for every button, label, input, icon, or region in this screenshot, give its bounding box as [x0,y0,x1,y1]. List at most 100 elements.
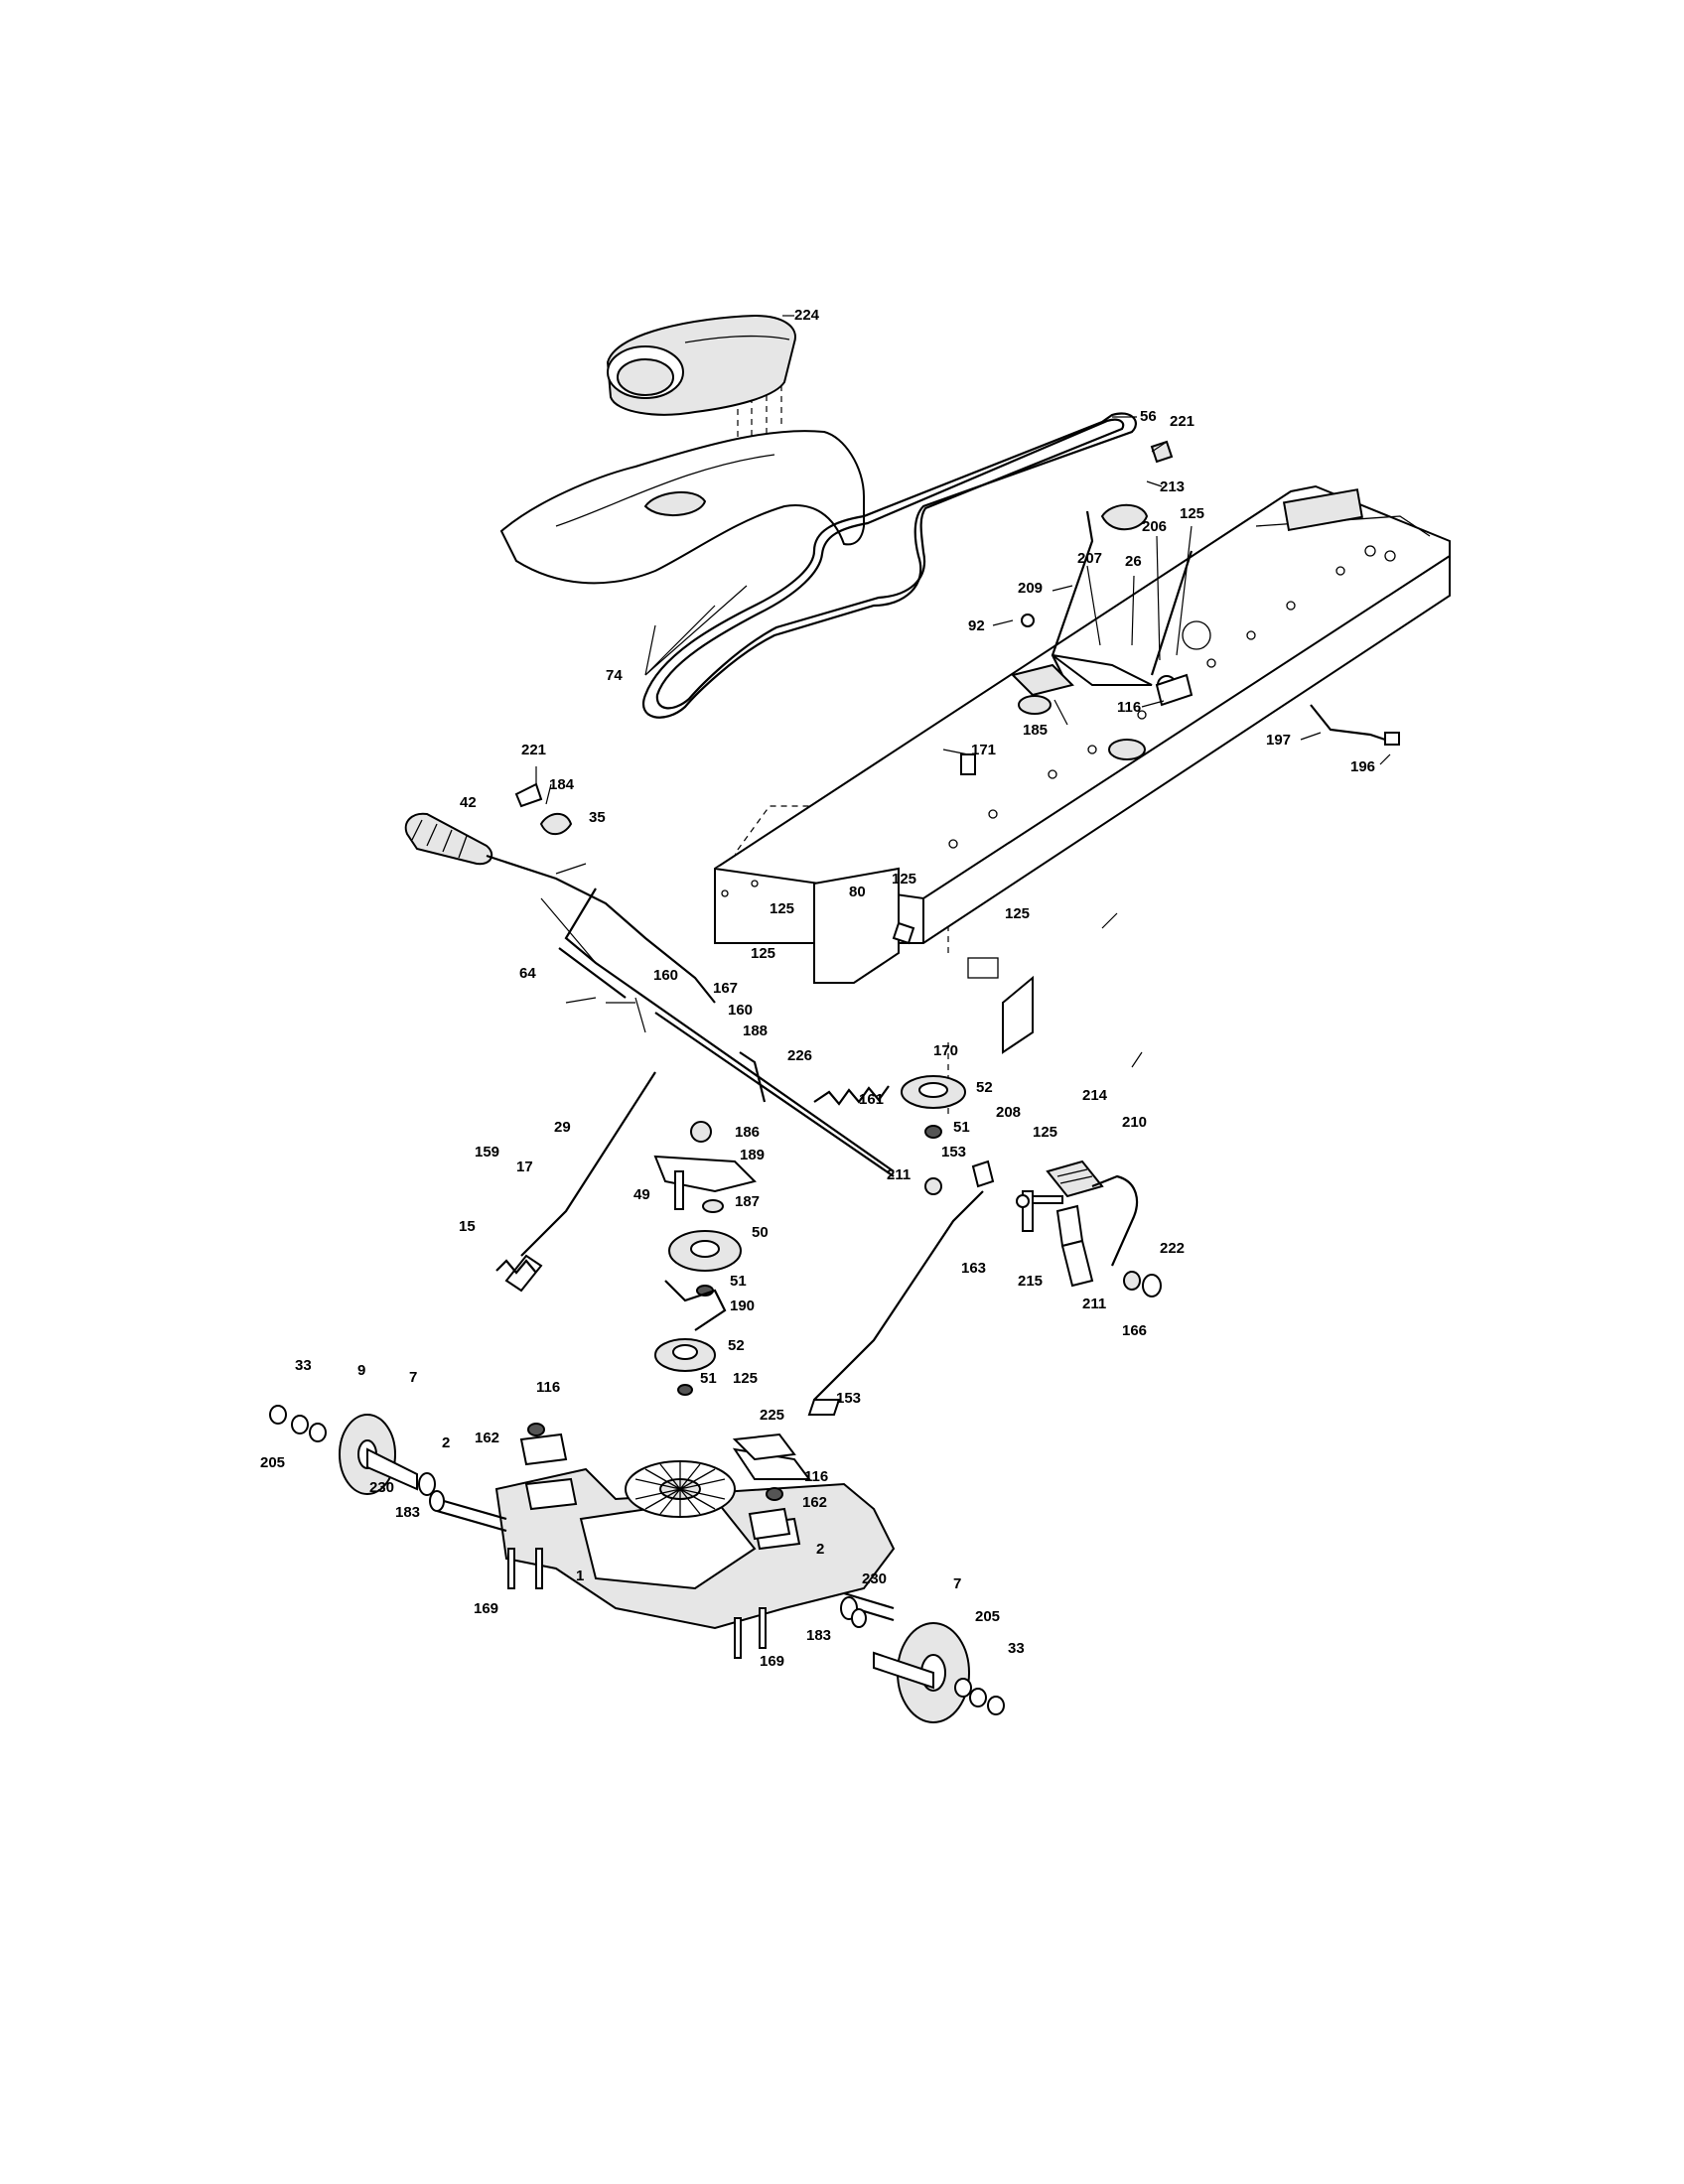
springs [495,1085,890,1275]
callout-187: 187 [735,1193,760,1210]
wheel-hubs [339,1414,970,1723]
callout-210: 210 [1122,1114,1147,1131]
callout-116: 116 [1117,699,1141,716]
callout-29: 29 [554,1119,571,1136]
callout-160: 160 [728,1002,753,1019]
callout-125: 125 [892,871,916,887]
callout-211: 211 [1082,1296,1106,1312]
callout-42: 42 [460,794,477,811]
callout-160: 160 [653,967,678,984]
callout-163: 163 [961,1260,986,1277]
callout-211: 211 [887,1166,911,1183]
callout-161: 161 [859,1091,884,1108]
callout-125: 125 [733,1370,758,1387]
callout-170: 170 [933,1042,958,1059]
belt-keeper-plate [732,1433,796,1461]
callout-190: 190 [730,1297,755,1314]
callout-50: 50 [752,1224,769,1241]
tractor-frame [714,484,1451,1054]
callout-206: 206 [1142,518,1167,535]
callout-171: 171 [971,742,996,758]
misc-hardware [514,440,1174,1204]
callout-153: 153 [941,1144,966,1160]
callout-49: 49 [633,1186,650,1203]
callout-125: 125 [751,945,775,962]
callout-17: 17 [516,1159,533,1175]
callout-169: 169 [760,1653,784,1670]
callout-167: 167 [713,980,738,997]
callout-leaders [535,315,1391,1068]
callout-9: 9 [357,1362,365,1379]
callout-214: 214 [1082,1087,1108,1104]
callout-215: 215 [1018,1273,1043,1290]
dash-panel [499,430,865,585]
callout-74: 74 [606,667,623,684]
callout-169: 169 [474,1600,498,1617]
callout-125: 125 [1033,1124,1057,1141]
callout-183: 183 [395,1504,420,1521]
callout-166: 166 [1122,1322,1147,1339]
idler-pulleys [654,1075,966,1396]
idler-bracket [653,1121,757,1213]
callout-52: 52 [728,1337,745,1354]
drive-belt [642,412,1137,719]
callout-80: 80 [849,884,866,900]
callout-51: 51 [700,1370,717,1387]
callout-205: 205 [975,1608,1000,1625]
clip-hardware [807,1160,995,1416]
callout-26: 26 [1125,553,1142,570]
callout-153: 153 [836,1390,861,1407]
callout-189: 189 [740,1147,765,1163]
callout-162: 162 [475,1430,499,1446]
callout-186: 186 [735,1124,760,1141]
callout-2: 2 [816,1541,824,1558]
callout-2: 2 [442,1434,450,1451]
callout-116: 116 [804,1468,828,1485]
callout-205: 205 [260,1454,285,1471]
callout-15: 15 [459,1218,476,1235]
callout-162: 162 [802,1494,827,1511]
callout-125: 125 [770,900,794,917]
torque-brackets [519,1423,791,1541]
belt-guide [664,1280,727,1331]
callout-184: 184 [549,776,575,793]
callout-1: 1 [576,1568,584,1584]
callout-125: 125 [1180,505,1204,522]
callout-64: 64 [519,965,536,982]
callout-221: 221 [1170,413,1194,430]
callout-221: 221 [521,742,546,758]
callout-208: 208 [996,1104,1021,1121]
callout-196: 196 [1350,758,1375,775]
callout-185: 185 [1023,722,1048,739]
callout-188: 188 [743,1023,768,1039]
callout-92: 92 [968,617,985,634]
callout-230: 230 [369,1479,394,1496]
callout-225: 225 [760,1407,784,1424]
callout-183: 183 [806,1627,831,1644]
callout-222: 222 [1160,1240,1185,1257]
callout-33: 33 [295,1357,312,1374]
shift-lever [1021,503,1193,707]
brake-pedal [1016,1160,1162,1297]
callout-159: 159 [475,1144,499,1160]
washers-and-nuts [269,1405,1005,1715]
foot-pedal-assembly [404,812,895,1293]
callout-197: 197 [1266,732,1291,749]
callout-224: 224 [794,307,820,324]
callout-labels: 224 56 221 213 125 206 207 26 209 92 74 … [260,307,1375,1670]
hitch-bracket [1310,704,1400,746]
callout-213: 213 [1160,478,1185,495]
callout-56: 56 [1140,408,1157,425]
callout-51: 51 [730,1273,747,1290]
callout-230: 230 [862,1570,887,1587]
callout-33: 33 [1008,1640,1025,1657]
callout-125: 125 [1005,905,1030,922]
shift-cover [606,314,796,416]
callout-209: 209 [1018,580,1043,597]
callout-35: 35 [589,809,606,826]
callout-116: 116 [536,1379,560,1396]
callout-52: 52 [976,1079,993,1096]
callout-7: 7 [409,1369,417,1386]
callout-207: 207 [1077,550,1102,567]
